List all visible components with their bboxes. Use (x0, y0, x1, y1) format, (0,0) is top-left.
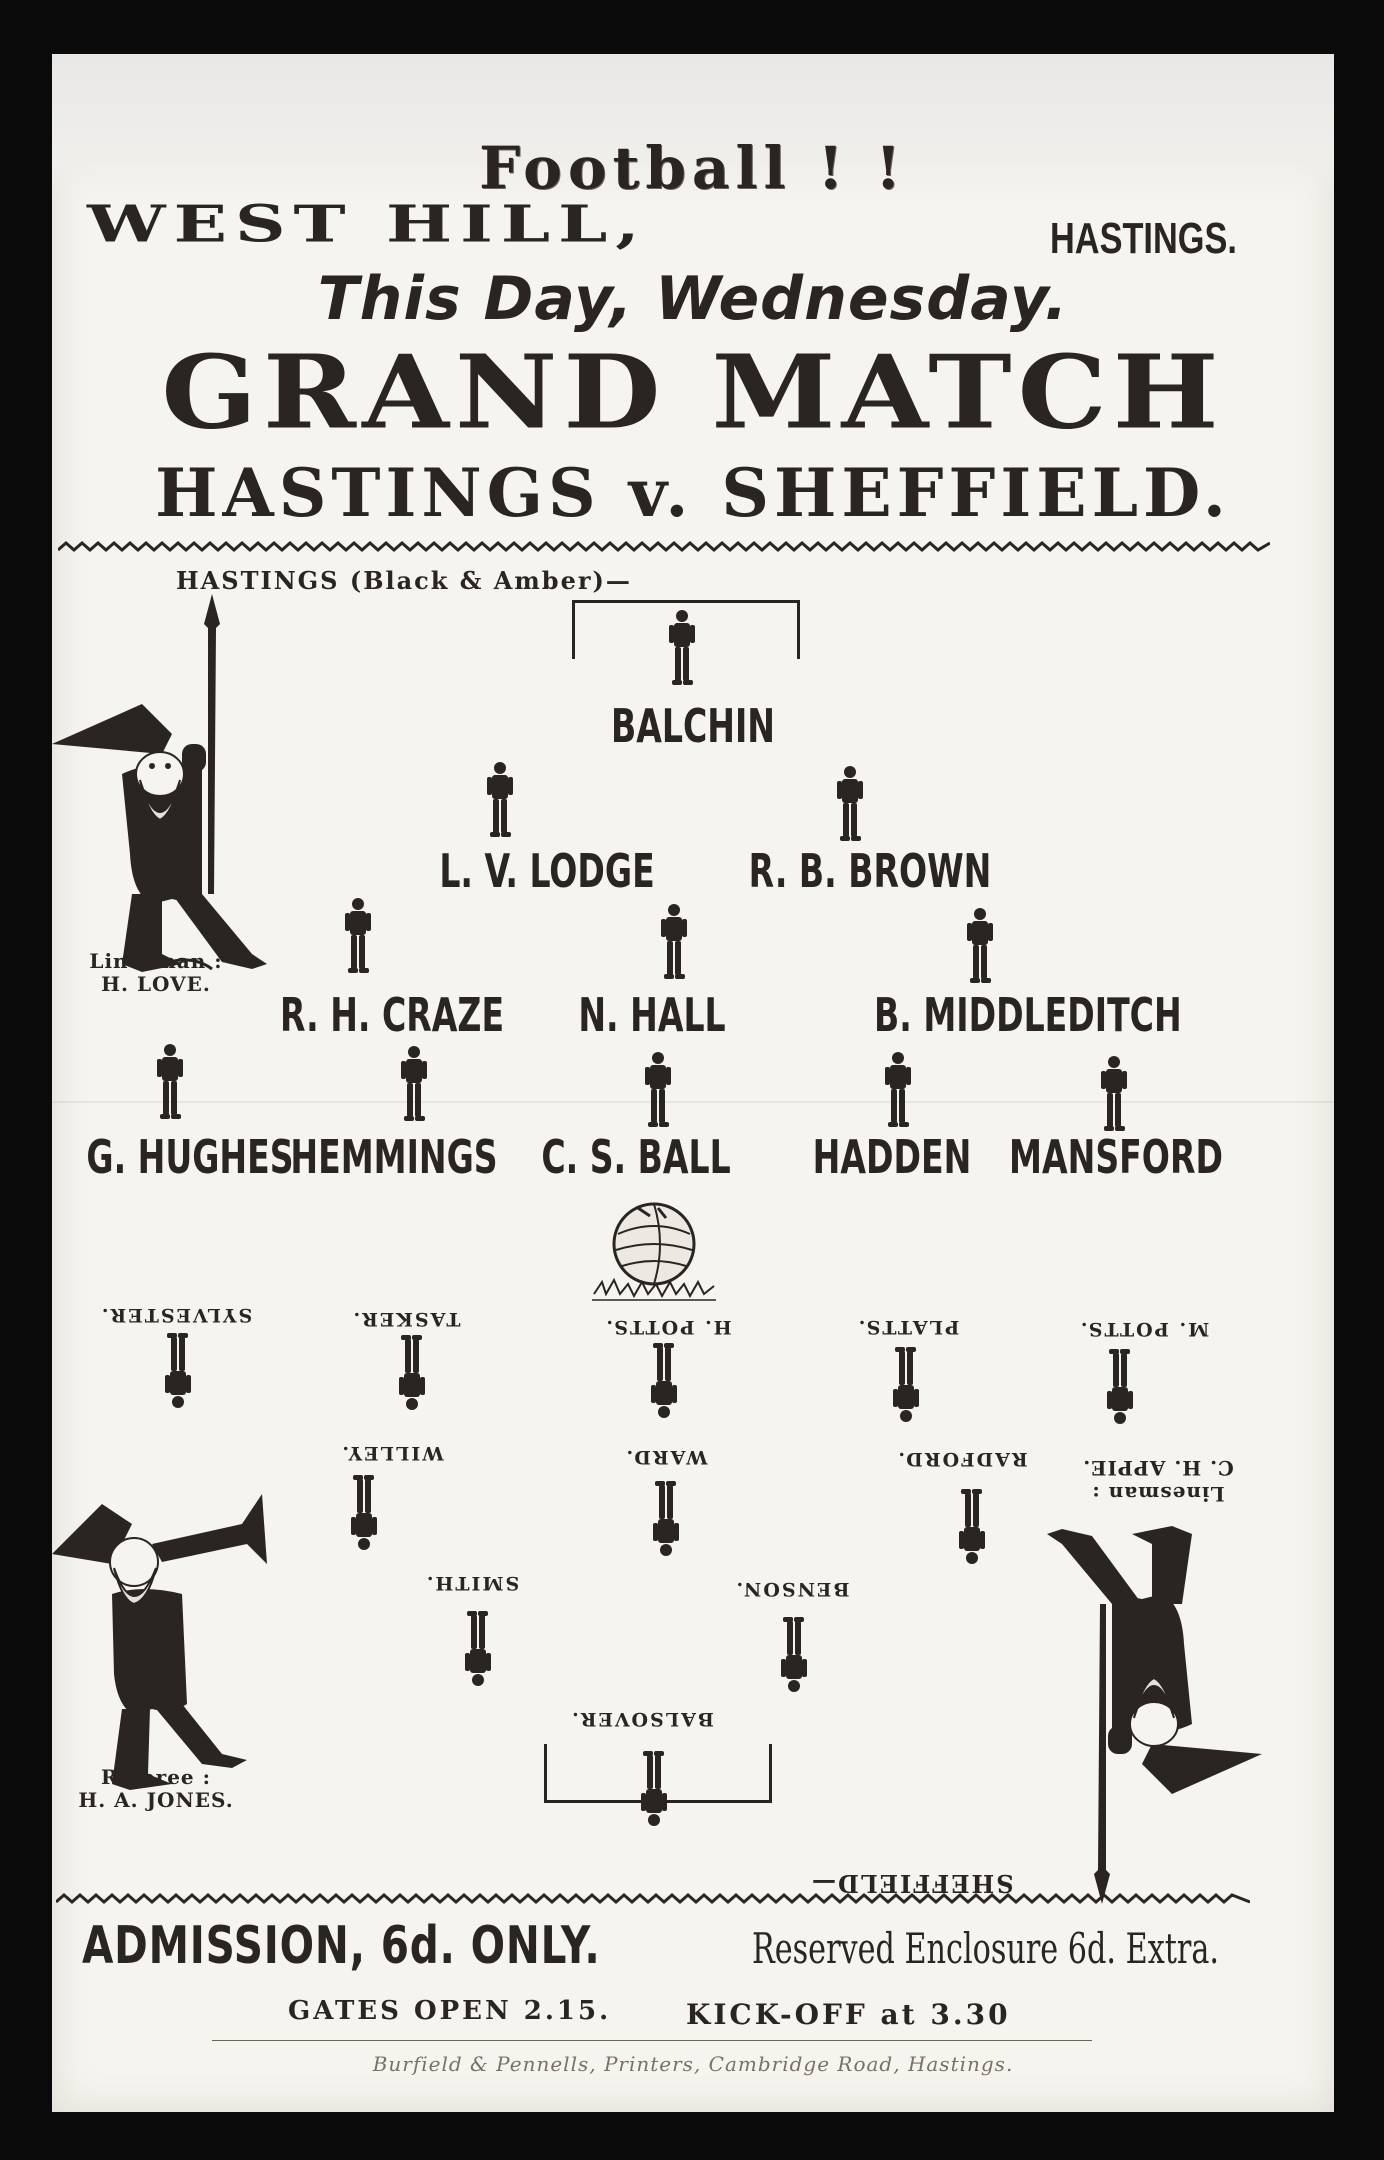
referee-title: Referee : (100, 1765, 211, 1789)
poster-sheet: Football ! ! WEST HILL, HASTINGS. This D… (52, 54, 1334, 2112)
player-figure-icon (967, 908, 993, 983)
player-figure-icon (645, 1052, 671, 1127)
player-name-hastings-goalkeeper: BALCHIN (611, 699, 775, 753)
gnome-spear-icon (1047, 1526, 1262, 1904)
zigzag-divider-top (58, 541, 1270, 552)
linesman-name-sheffield: C. H. APPIE. (1082, 1456, 1234, 1480)
player-name-hastings-forward-5: MANSFORD (1009, 1130, 1223, 1184)
headline-fixture: HASTINGS v. SHEFFIELD. (155, 454, 1231, 532)
headline-day: This Day, Wednesday. (317, 264, 1069, 334)
player-name-sheffield-forward-2: TASKER. (351, 1308, 461, 1330)
headline-town: HASTINGS. (1050, 214, 1237, 263)
player-name-sheffield-forward-5: M. POTTS. (1078, 1318, 1210, 1340)
headline-event: GRAND MATCH (161, 334, 1225, 452)
player-figure-icon (165, 1333, 191, 1408)
player-figure-icon (399, 1335, 425, 1410)
player-figure-icon (1107, 1349, 1133, 1424)
reserved-enclosure: Reserved Enclosure 6d. Extra. (752, 1924, 1220, 1973)
player-figure-icon (351, 1475, 377, 1550)
player-figure-icon (641, 1751, 667, 1826)
player-name-sheffield-back-left: SMITH. (424, 1572, 520, 1594)
fold-line (52, 1101, 1334, 1103)
player-figure-icon (837, 766, 863, 841)
linesman-title-sheffield: Linesman : (1091, 1482, 1225, 1506)
goal-top (572, 600, 800, 659)
player-name-hastings-half-left: R. H. CRAZE (279, 988, 505, 1042)
player-name-sheffield-forward-3: H. POTTS. (604, 1316, 732, 1338)
player-name-hastings-back-left: L. V. LODGE (439, 844, 655, 898)
player-figure-icon (885, 1052, 911, 1127)
headline-football: Football ! ! (479, 134, 907, 202)
player-figure-icon (651, 1343, 677, 1418)
player-figure-icon (345, 898, 371, 973)
player-name-sheffield-back-right: BENSON. (734, 1578, 850, 1600)
player-name-sheffield-forward-4: PLATTS. (856, 1316, 960, 1338)
gnome-trumpet-icon (52, 1494, 267, 1790)
player-name-hastings-forward-1: G. HUGHES (86, 1130, 294, 1184)
player-name-hastings-forward-2: HEMMINGS (290, 1130, 498, 1184)
player-name-sheffield-half-left: WILLEY. (340, 1442, 444, 1464)
player-name-hastings-half-centre: N. HALL (578, 988, 726, 1042)
linesman-title-hastings: Linesman : (89, 949, 223, 973)
player-name-sheffield-forward-1: SYLVESTER. (99, 1304, 253, 1326)
player-name-sheffield-half-right: RADFORD. (896, 1448, 1028, 1470)
admission-price: ADMISSION, 6d. ONLY. (82, 1916, 601, 1976)
player-name-sheffield-goalkeeper: BALSOVER. (570, 1708, 714, 1730)
football-icon (592, 1202, 716, 1301)
player-figure-icon (487, 762, 513, 837)
printer-credit: Burfield & Pennells, Printers, Cambridge… (372, 2052, 1014, 2076)
player-figure-icon (781, 1617, 807, 1692)
zigzag-divider-bottom (56, 1893, 1250, 1904)
referee-name: H. A. JONES. (78, 1788, 234, 1812)
player-name-hastings-forward-3: C. S. BALL (541, 1130, 731, 1184)
player-figure-icon (653, 1481, 679, 1556)
headline-venue: WEST HILL, (87, 194, 648, 254)
player-figure-icon (661, 904, 687, 979)
player-figure-icon (959, 1489, 985, 1564)
player-figure-icon (401, 1046, 427, 1121)
torn-top-strip (52, 54, 1334, 204)
player-name-hastings-half-right: B. MIDDLEDITCH (874, 988, 1182, 1042)
player-name-hastings-forward-4: HADDEN (812, 1130, 972, 1184)
kickoff-time: KICK-OFF at 3.30 (686, 1998, 1011, 2031)
player-figure-icon (669, 610, 695, 685)
player-name-hastings-back-right: R. B. BROWN (748, 844, 992, 898)
player-figure-icon (465, 1611, 491, 1686)
linesman-name-hastings: H. LOVE. (101, 972, 211, 996)
player-figure-icon (1101, 1056, 1127, 1131)
gnome-spear-icon (52, 594, 267, 972)
footer-rule (212, 2040, 1092, 2041)
team-label-hastings: HASTINGS (Black & Amber)— (176, 566, 632, 595)
player-figure-icon (893, 1347, 919, 1422)
player-name-sheffield-half-centre: WARD. (624, 1446, 708, 1468)
gates-open-time: GATES OPEN 2.15. (288, 1996, 612, 2026)
player-figure-icon (157, 1044, 183, 1119)
